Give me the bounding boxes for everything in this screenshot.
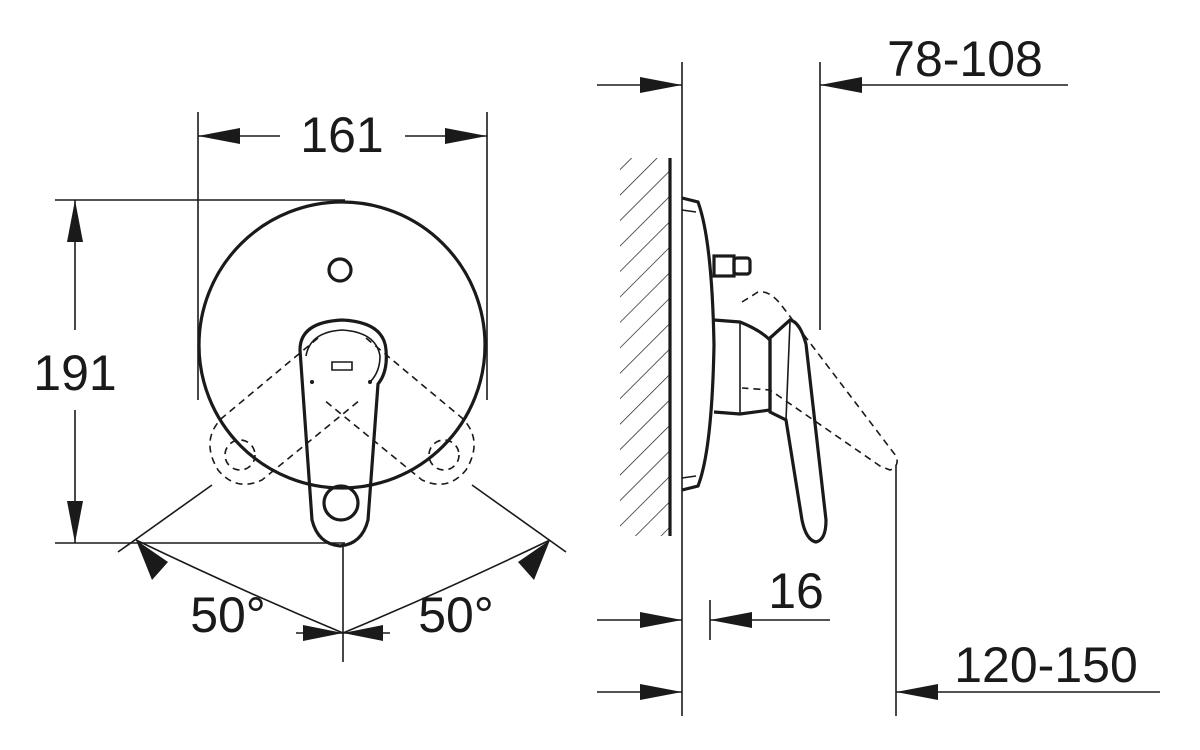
wall-section [620,158,672,536]
side-view: 78-108 16 120-150 [597,31,1160,716]
projection-dimension: 78-108 [597,31,1068,93]
width-label: 161 [300,107,383,163]
diverter-knob [712,254,752,278]
front-view: 161 191 50° 50° [33,107,567,662]
angle-dimensions: 50° 50° [117,484,567,662]
max-projection-label: 120-150 [954,637,1138,693]
max-projection-dimension: 120-150 [597,637,1160,700]
lever-swing-outline-right [323,337,475,486]
left-angle-label: 50° [190,587,266,643]
plate-offset-dimension: 16 [597,563,830,628]
cover-plate [197,200,487,490]
height-dimension: 191 [33,199,345,544]
lever-handle [298,318,388,548]
plate-offset-label: 16 [768,563,824,619]
lever-profile [768,318,828,544]
right-angle-label: 50° [418,587,494,643]
lever-swing-outline-left [209,337,361,486]
cartridge-body [713,318,772,416]
projection-label: 78-108 [887,31,1043,87]
lever-swing-outline-side [741,290,898,471]
width-dimension: 161 [197,107,488,400]
height-label: 191 [33,345,116,401]
plate-profile [681,196,716,492]
diverter-hole [327,257,353,283]
